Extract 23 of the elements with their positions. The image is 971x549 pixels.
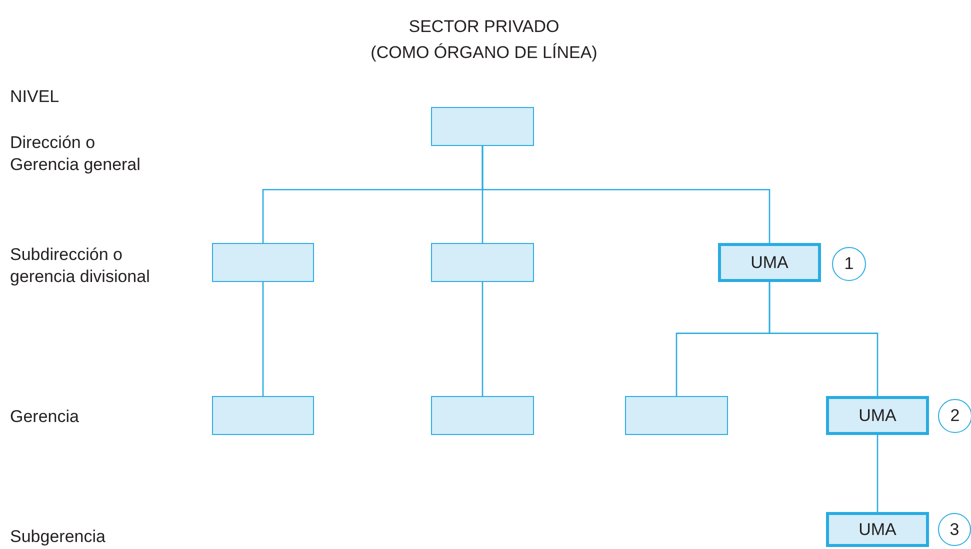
unit-box: UMA xyxy=(718,243,821,282)
title: SECTOR PRIVADO (COMO ÓRGANO DE LÍNEA) xyxy=(370,16,598,64)
connector-line xyxy=(262,282,264,396)
number-circle: 1 xyxy=(832,247,866,281)
org-box xyxy=(431,396,534,435)
level-label: Subgerencia xyxy=(10,526,106,548)
number-circle: 3 xyxy=(938,513,971,546)
unit-box: UMA xyxy=(826,512,929,547)
level-label: Gerencia xyxy=(10,406,80,428)
connector-line xyxy=(482,146,770,243)
number-circle: 2 xyxy=(938,399,971,433)
org-box xyxy=(212,396,314,435)
org-box xyxy=(431,107,534,146)
level-label: Dirección o Gerencia general xyxy=(10,132,142,176)
unit-box: UMA xyxy=(826,396,929,435)
connector-line xyxy=(482,282,484,396)
org-box xyxy=(431,243,534,282)
connector-line xyxy=(768,282,878,396)
org-box xyxy=(212,243,314,282)
level-label: NIVEL xyxy=(10,86,60,108)
org-box xyxy=(625,396,728,435)
connector-line xyxy=(876,435,878,512)
level-label: Subdirección o gerencia divisional xyxy=(10,244,151,288)
